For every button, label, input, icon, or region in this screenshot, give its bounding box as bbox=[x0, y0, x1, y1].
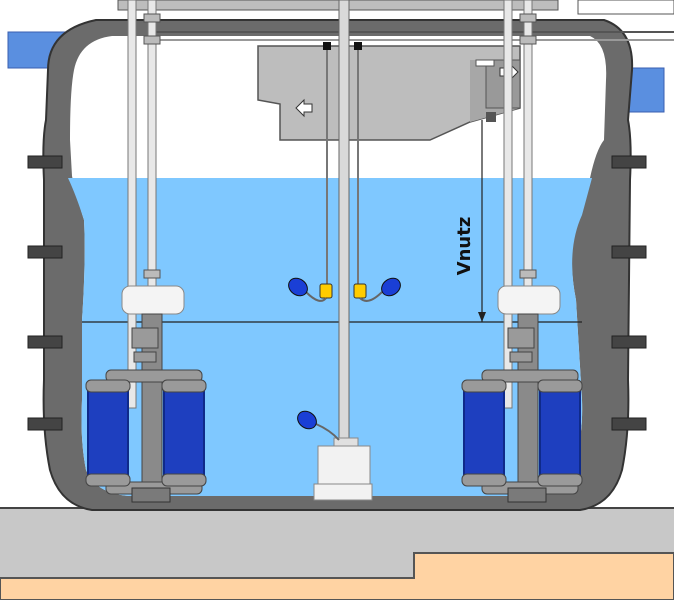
pump-bottom-cap bbox=[161, 473, 207, 487]
manifold bbox=[481, 369, 579, 383]
float-switch-icon bbox=[353, 277, 401, 302]
chamber-clip bbox=[486, 112, 496, 122]
top-frame-bar bbox=[117, 0, 559, 11]
pump-assembly-left bbox=[85, 0, 207, 503]
level-arrow-icon bbox=[478, 312, 486, 322]
pump-foot bbox=[131, 487, 171, 503]
submersible-pump bbox=[163, 383, 205, 481]
pump-top-cap bbox=[85, 379, 131, 393]
pump-bottom-cap bbox=[537, 473, 583, 487]
pump-top-cap bbox=[161, 379, 207, 393]
rod-clamp bbox=[519, 13, 537, 23]
tank-rib bbox=[27, 245, 63, 259]
rod-clamp bbox=[519, 269, 537, 279]
submersible-pump bbox=[87, 383, 129, 481]
tank-rib bbox=[611, 245, 647, 259]
tank-rib bbox=[27, 417, 63, 431]
pump-foot bbox=[507, 487, 547, 503]
valve-body bbox=[509, 351, 533, 363]
rod-clamp bbox=[143, 269, 161, 279]
top-corner-box bbox=[577, 0, 674, 15]
submersible-pump bbox=[539, 383, 581, 481]
submersible-pump bbox=[463, 383, 505, 481]
pump-top-cap bbox=[537, 379, 583, 393]
pump-assembly-right bbox=[461, 0, 583, 503]
pump-bottom-cap bbox=[461, 473, 507, 487]
float-switch-icon bbox=[297, 410, 340, 441]
valve-body bbox=[507, 327, 535, 349]
tank-rib bbox=[611, 335, 647, 349]
pump-bottom-cap bbox=[85, 473, 131, 487]
rod-clamp bbox=[143, 13, 161, 23]
cable-gland-left bbox=[323, 42, 331, 50]
tank-rib bbox=[27, 335, 63, 349]
valve-body bbox=[131, 327, 159, 349]
inlet-chamber-port bbox=[485, 59, 521, 109]
manifold bbox=[105, 369, 203, 383]
tank-rib bbox=[611, 155, 647, 169]
valve-body bbox=[133, 351, 157, 363]
cable-gland-right bbox=[354, 42, 362, 50]
vnutz-label: Vnutz bbox=[454, 217, 475, 276]
tank-rib bbox=[27, 155, 63, 169]
central-pressure-pipe bbox=[338, 0, 350, 447]
float-switch-icon bbox=[288, 277, 333, 302]
central-pump-base bbox=[313, 483, 373, 501]
guide-rod bbox=[503, 0, 513, 409]
sand-layer bbox=[0, 552, 674, 600]
guide-rod bbox=[127, 0, 137, 409]
check-valve bbox=[121, 285, 185, 315]
flow-arrow-icon bbox=[295, 98, 313, 118]
central-pump-housing bbox=[317, 445, 371, 487]
check-valve bbox=[497, 285, 561, 315]
tank-rib bbox=[611, 417, 647, 431]
tank-ribs bbox=[27, 155, 647, 431]
inlet-chamber-notch bbox=[475, 59, 495, 67]
rod-clamp bbox=[143, 35, 161, 45]
pump-top-cap bbox=[461, 379, 507, 393]
rod-clamp bbox=[519, 35, 537, 45]
